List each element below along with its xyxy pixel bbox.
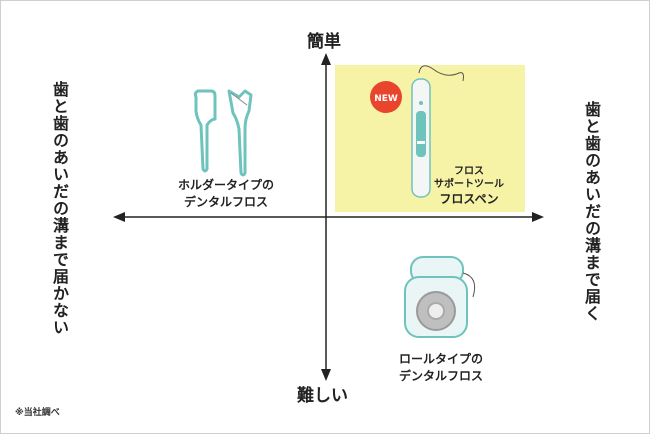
new-badge: NEW xyxy=(370,81,402,113)
holder-floss-icon xyxy=(193,89,253,177)
new-badge-label: NEW xyxy=(374,94,398,104)
pen-caption-line1: フロス xyxy=(454,166,484,177)
roll-caption-line2: デンタルフロス xyxy=(398,369,483,383)
pen-caption: フロス サポートツール xyxy=(429,165,509,191)
arrow-left-icon xyxy=(113,212,125,222)
pen-caption-line2: サポートツール xyxy=(434,179,504,190)
axis-label-difficult: 難しい xyxy=(297,386,348,406)
holder-caption-line2: デンタルフロス xyxy=(183,195,268,209)
holder-caption-line1: ホルダータイプの xyxy=(177,178,274,192)
roll-floss-caption: ロールタイプの デンタルフロス xyxy=(376,351,506,385)
axis-label-not-reach: 歯と歯のあいだの溝まで届かない xyxy=(50,81,69,336)
arrow-up-icon xyxy=(321,53,331,65)
roll-caption-line1: ロールタイプの xyxy=(398,352,483,366)
footnote: ※当社調べ xyxy=(15,408,60,418)
pen-name: フロスペン xyxy=(439,192,499,206)
floss-pen-icon xyxy=(411,65,464,198)
axis-label-reach: 歯と歯のあいだの溝まで届く xyxy=(582,101,601,322)
axis-label-easy: 簡単 xyxy=(307,32,341,52)
roll-floss-icon xyxy=(404,256,476,338)
arrow-down-icon xyxy=(321,369,331,381)
arrow-right-icon xyxy=(532,212,544,222)
holder-floss-caption: ホルダータイプの デンタルフロス xyxy=(161,177,291,211)
